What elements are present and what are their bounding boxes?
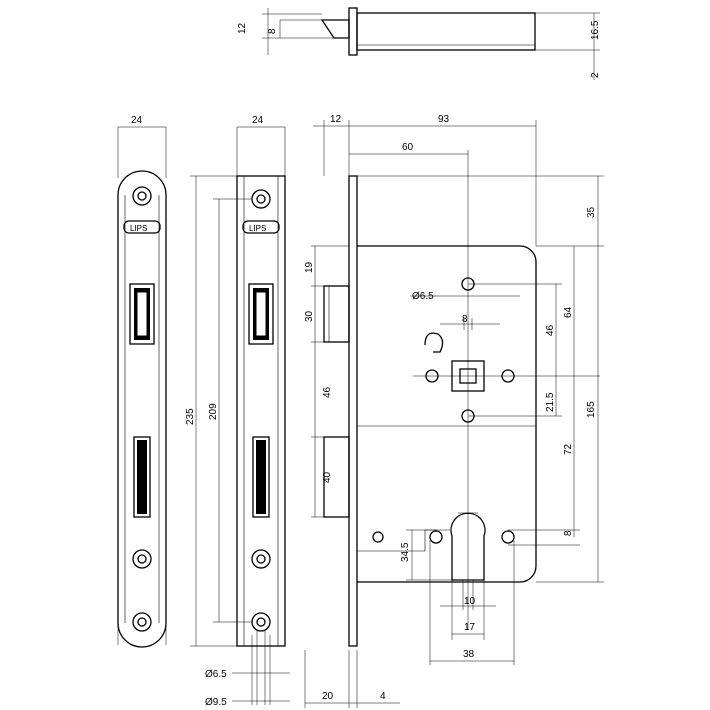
- dim-spindle-to-cylinder: 72: [563, 443, 574, 455]
- dim-cylinder-hole-8: 8: [563, 530, 574, 536]
- lock-body-side-view: 12 93 60 35 165 46 64 21.5 72 8 Ø6.5 8: [304, 114, 604, 708]
- strike-screw-hole-middle: [251, 549, 271, 569]
- side-latch-bolt: [323, 285, 350, 343]
- side-faceplate: [348, 175, 358, 647]
- dim-faceplate-length: 235: [185, 408, 196, 425]
- dim-screw-hole-small: Ø6.5: [205, 669, 227, 680]
- fixing-hole-lower-left: [372, 531, 384, 543]
- lips-logo-badge: [123, 220, 161, 234]
- dim-latch-to-bolt: 46: [322, 386, 333, 398]
- dim-cylinder-offset: 34.5: [400, 542, 411, 562]
- dim-latch-height: 30: [304, 310, 315, 322]
- dim-face-height: 16.5: [590, 20, 601, 40]
- front-faceplate-outline: [117, 170, 167, 648]
- strike-faceplate-view: 24 LIPS 235 209 Ø6.5 Ø9.5: [185, 115, 290, 708]
- dim-bolt-height-side: 40: [322, 471, 333, 483]
- lock-case-outline: [357, 245, 537, 583]
- dim-latch-top: 19: [304, 261, 315, 273]
- dim-spindle-offset: 21.5: [545, 392, 556, 412]
- dim-spindle-hole-diameter: Ø6.5: [412, 291, 434, 302]
- strike-latch-opening: [248, 283, 274, 345]
- strike-lips-logo-text: LIPS: [249, 224, 266, 233]
- dim-backset: 60: [402, 142, 414, 153]
- strike-deadbolt-opening: [252, 436, 270, 518]
- cylinder-screw-right: [501, 530, 515, 544]
- front-screw-hole-middle: [132, 549, 152, 569]
- top-view-latch-bolt: [320, 19, 350, 39]
- dim-screw-distance: 209: [208, 403, 219, 420]
- strike-screw-hole-top: [251, 189, 271, 209]
- front-faceplate-view: 24 LIPS: [117, 115, 167, 648]
- dim-faceplate-edge: 4: [380, 691, 386, 702]
- side-deadbolt: [323, 436, 350, 518]
- top-view-case: [356, 12, 536, 51]
- top-view-bolt-profile: 12 8 16.5 2: [237, 7, 601, 80]
- top-view-faceplate: [348, 7, 358, 56]
- dim-cylinder-width-17: 17: [464, 622, 476, 633]
- dim-top-offset: 35: [586, 206, 597, 218]
- dim-screw-hole-large: Ø9.5: [205, 697, 227, 708]
- dim-spindle-width: 8: [462, 314, 468, 325]
- front-screw-hole-bottom: [132, 612, 152, 632]
- strike-lips-logo-badge: [242, 220, 280, 234]
- dim-cylinder-width-10: 10: [464, 596, 476, 607]
- lock-case-lower-outline: [356, 425, 536, 552]
- hook-feature: [424, 332, 444, 353]
- dim-case-depth: 93: [438, 114, 450, 125]
- front-screw-hole-top: [132, 186, 152, 206]
- lips-logo-text: LIPS: [130, 224, 147, 233]
- dim-faceplate-thickness: 12: [330, 114, 342, 125]
- dim-bolt-inner: 8: [267, 28, 278, 34]
- strike-faceplate-outline: [236, 175, 286, 647]
- dim-faceplate-width-front: 24: [131, 115, 143, 126]
- cylinder-keyhole: [450, 512, 486, 581]
- dim-case-height: 165: [586, 401, 597, 418]
- dim-bolt-height: 12: [237, 22, 248, 34]
- dim-cylinder-width-38: 38: [463, 649, 475, 660]
- dim-spindle-46: 46: [545, 324, 556, 336]
- dim-spindle-64: 64: [563, 306, 574, 318]
- front-latch-opening: [129, 283, 155, 345]
- front-deadbolt-opening: [133, 436, 151, 518]
- dim-faceplate-width-strike: 24: [252, 115, 264, 126]
- cylinder-screw-left: [429, 530, 443, 544]
- dim-face-thickness: 2: [590, 72, 601, 78]
- dim-bolt-projection: 20: [322, 691, 334, 702]
- strike-screw-hole-bottom: [251, 612, 271, 632]
